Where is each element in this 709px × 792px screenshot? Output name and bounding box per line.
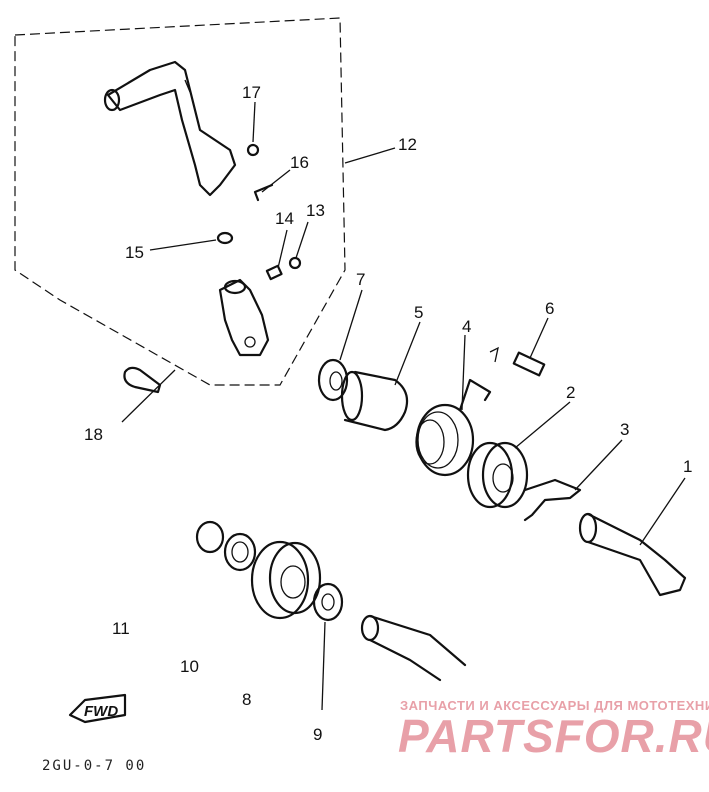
callout-12: 12 xyxy=(398,135,417,154)
callout-7: 7 xyxy=(356,270,365,289)
callout-18: 18 xyxy=(84,425,103,444)
kick-boss xyxy=(218,278,270,357)
callout-16: 16 xyxy=(290,153,309,172)
spring-pin-6 xyxy=(489,346,546,377)
watermark: ЗАПЧАСТИ И АКСЕССУАРЫ ДЛЯ МОТОТЕХНИКИ PA… xyxy=(398,698,709,762)
spring-14 xyxy=(265,264,283,281)
callout-17: 17 xyxy=(242,83,261,102)
callout-4: 4 xyxy=(462,317,471,336)
kick-lever xyxy=(103,60,237,197)
callout-8: 8 xyxy=(242,690,251,709)
idle-gear-8 xyxy=(250,540,322,620)
callout-6: 6 xyxy=(545,299,554,318)
clip-3 xyxy=(523,478,582,522)
kick-axle-1 xyxy=(578,512,687,597)
kick-gear-2 xyxy=(466,441,529,509)
fwd-label: FWD xyxy=(84,703,118,720)
callout-9: 9 xyxy=(313,725,322,744)
watermark-brand: PARTSFOR.RU xyxy=(398,710,709,762)
callout-14: 14 xyxy=(275,209,294,228)
assembly-outline-12 xyxy=(14,17,346,386)
shaft-stub xyxy=(360,614,467,682)
diagram-code: 2GU-0-7 00 xyxy=(42,758,146,774)
washer-10 xyxy=(223,532,257,572)
callout-10: 10 xyxy=(180,657,199,676)
bolt-16 xyxy=(253,183,274,202)
leader-lines xyxy=(121,101,686,711)
callout-2: 2 xyxy=(566,383,575,402)
ball-13 xyxy=(288,256,302,270)
callout-11: 11 xyxy=(112,619,130,638)
ball-15 xyxy=(216,231,234,245)
callout-1: 1 xyxy=(683,457,692,476)
torsion-spring-4 xyxy=(415,378,492,477)
callout-13: 13 xyxy=(306,201,325,220)
washer-9 xyxy=(312,582,344,622)
spring-guide-5 xyxy=(340,370,409,432)
fwd-arrow: FWD xyxy=(68,693,127,724)
callout-3: 3 xyxy=(620,420,629,439)
circlip-11 xyxy=(195,520,225,554)
circlip-7 xyxy=(317,358,349,402)
watermark-tagline: ЗАПЧАСТИ И АКСЕССУАРЫ ДЛЯ МОТОТЕХНИКИ xyxy=(400,698,709,713)
callout-5: 5 xyxy=(414,303,423,322)
rubber-18 xyxy=(123,366,162,394)
callout-15: 15 xyxy=(125,243,144,262)
circlip-17 xyxy=(246,143,260,157)
